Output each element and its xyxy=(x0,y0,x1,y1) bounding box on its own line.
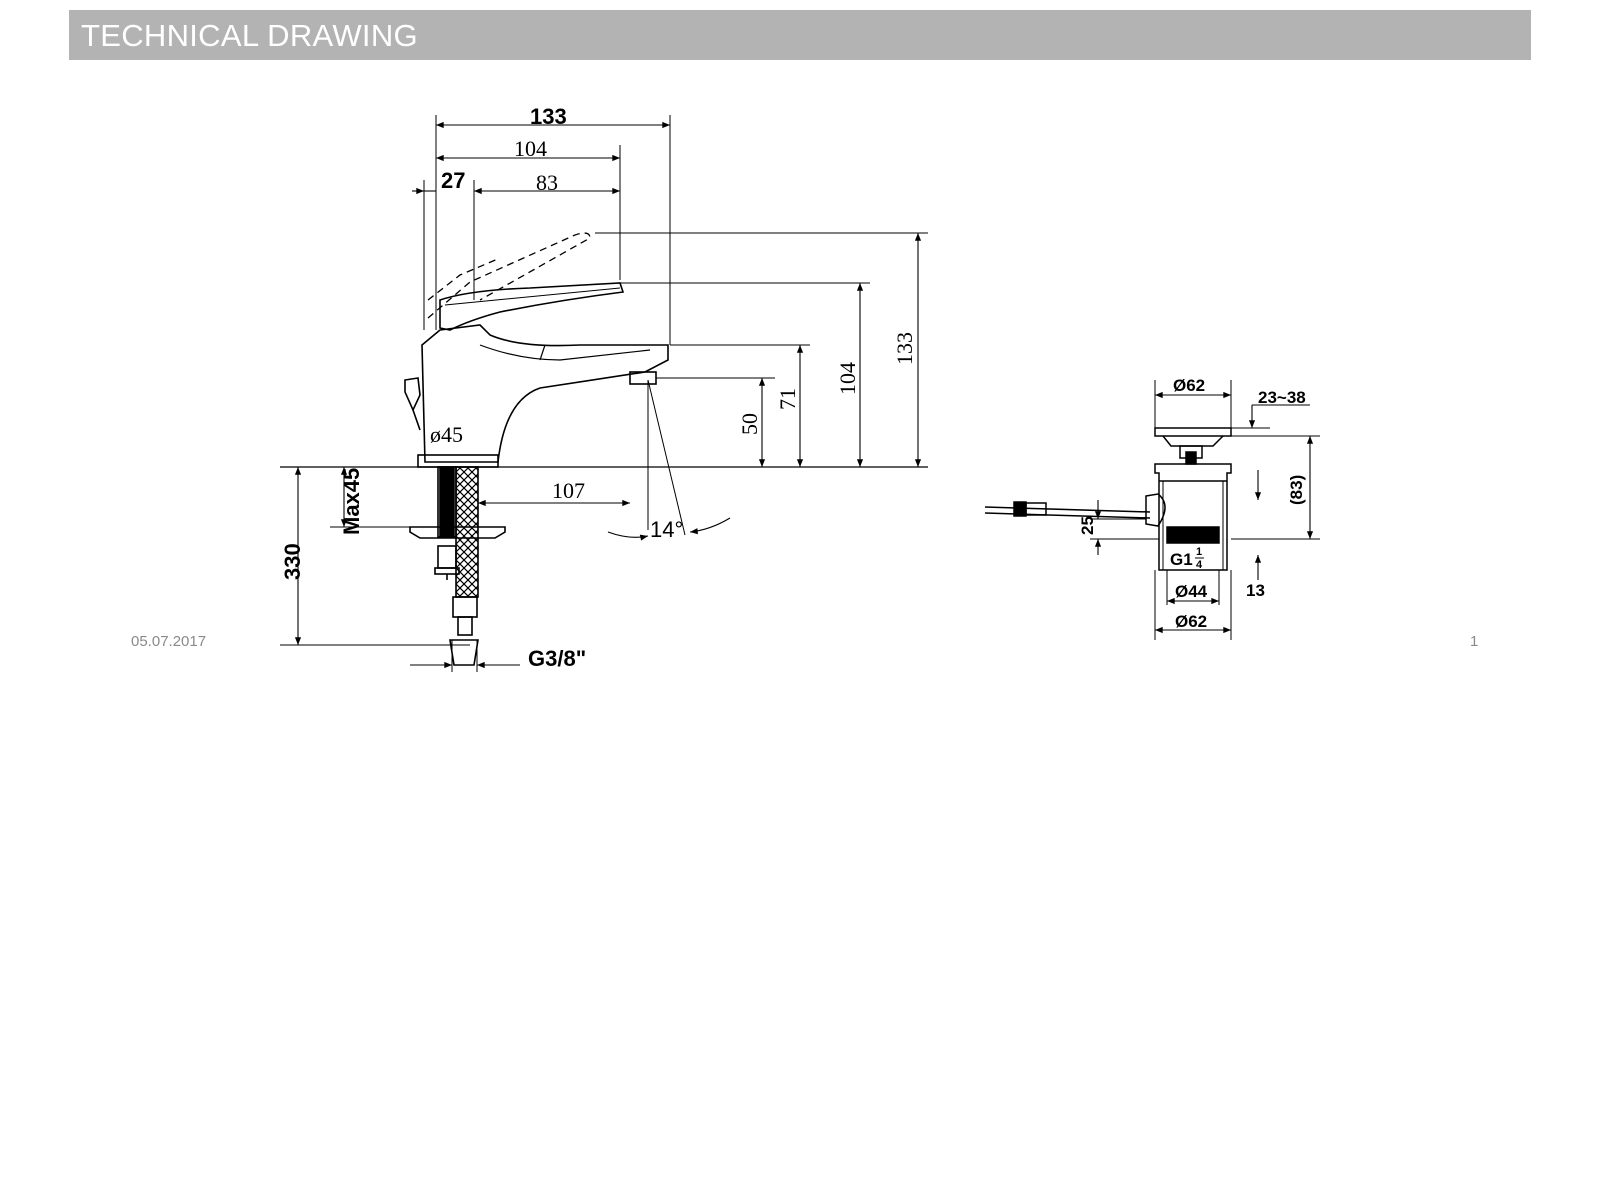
thread-base: G1 xyxy=(1170,550,1193,569)
waste-drawing xyxy=(984,380,1320,640)
dim-base-diameter: ø45 xyxy=(430,422,463,447)
thread-denominator: 4 xyxy=(1196,559,1203,571)
thread-numerator: 1 xyxy=(1196,546,1202,558)
title-bar: TECHNICAL DRAWING xyxy=(69,10,1531,60)
dim-waste-thread: G1 xyxy=(1170,550,1193,569)
dim-hose-length: 330 xyxy=(280,543,305,580)
footer-date: 05.07.2017 xyxy=(131,633,207,650)
dim-waste-bottom-height: 13 xyxy=(1246,581,1265,600)
dim-thread: G3/8" xyxy=(528,646,586,671)
dim-height-50: 50 xyxy=(737,413,762,435)
dim-width-27: 27 xyxy=(441,168,465,193)
faucet-drawing xyxy=(280,115,928,672)
dim-width-83: 83 xyxy=(536,170,558,195)
dim-width-133: 133 xyxy=(530,104,567,129)
lever-handle xyxy=(439,282,625,331)
dim-waste-height: (83) xyxy=(1287,475,1306,505)
dim-max-deck: Max45 xyxy=(339,468,364,535)
dim-waste-inner-diameter: Ø44 xyxy=(1175,582,1208,601)
footer-page-number: 1 xyxy=(1470,633,1479,650)
dim-angle: 14° xyxy=(650,517,683,542)
dim-height-104: 104 xyxy=(835,362,860,395)
dim-height-71: 71 xyxy=(775,388,800,410)
page-title: TECHNICAL DRAWING xyxy=(81,18,418,53)
dim-width-104: 104 xyxy=(514,136,547,161)
dim-waste-rod-offset: 25 xyxy=(1078,516,1097,535)
dim-waste-bottom-diameter: Ø62 xyxy=(1175,612,1207,631)
dim-height-133: 133 xyxy=(892,332,917,365)
technical-drawing: 133 104 27 83 133 104 71 50 ø45 107 14° … xyxy=(280,104,1320,672)
faucet-body xyxy=(421,324,669,463)
dim-waste-range: 23~38 xyxy=(1258,388,1306,407)
dim-waste-top-diameter: Ø62 xyxy=(1173,376,1205,395)
dim-reach-107: 107 xyxy=(552,478,585,503)
